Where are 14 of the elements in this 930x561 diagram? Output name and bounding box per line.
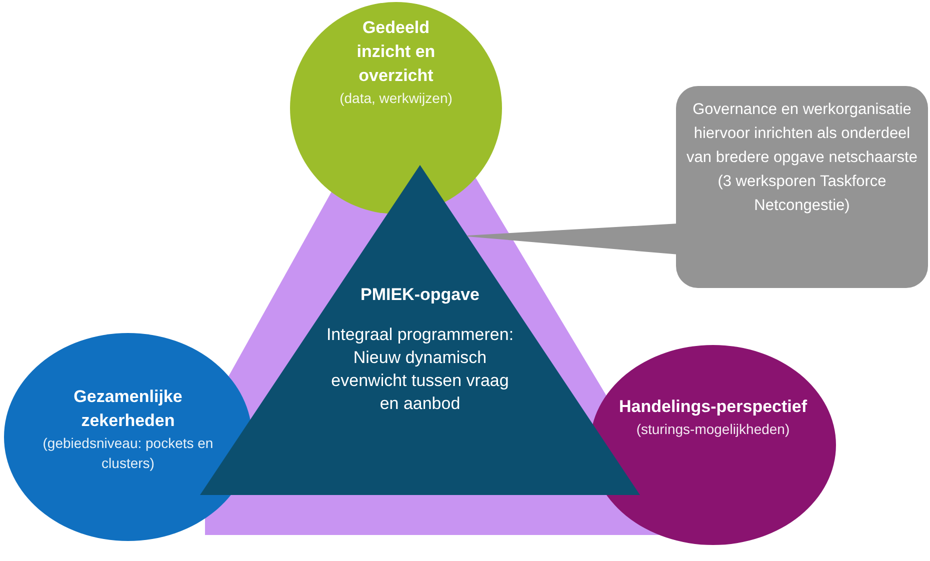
circle-node [290,2,502,214]
node-heading: Gedeeld inzicht en overzicht [356,17,436,87]
node-text: (gebiedsniveau: pockets en clusters) [42,434,214,473]
circle-node [4,333,252,541]
node-text: Integraal programmeren: Nieuw dynamisch evenwicht tussen vraag en aanbod [325,324,515,415]
node-text: (data, werkwijzen) [340,89,452,108]
node-heading: Gezamenlijke zekerheden [72,386,184,432]
node-text: (sturings-mogelijkheden) [636,420,790,439]
node-text: Governance en werkorganisatie hiervoor inrichten als onderdeel van bredere opgave netschaarste (3 werksporen Taskforce Netcongestie) [686,100,918,216]
node-heading: PMIEK-opgave [360,284,480,306]
callout-pointer [466,223,678,255]
circle-node [590,345,836,545]
speech-bubble [676,86,928,288]
node-heading: Handelings-perspectief [619,396,807,418]
